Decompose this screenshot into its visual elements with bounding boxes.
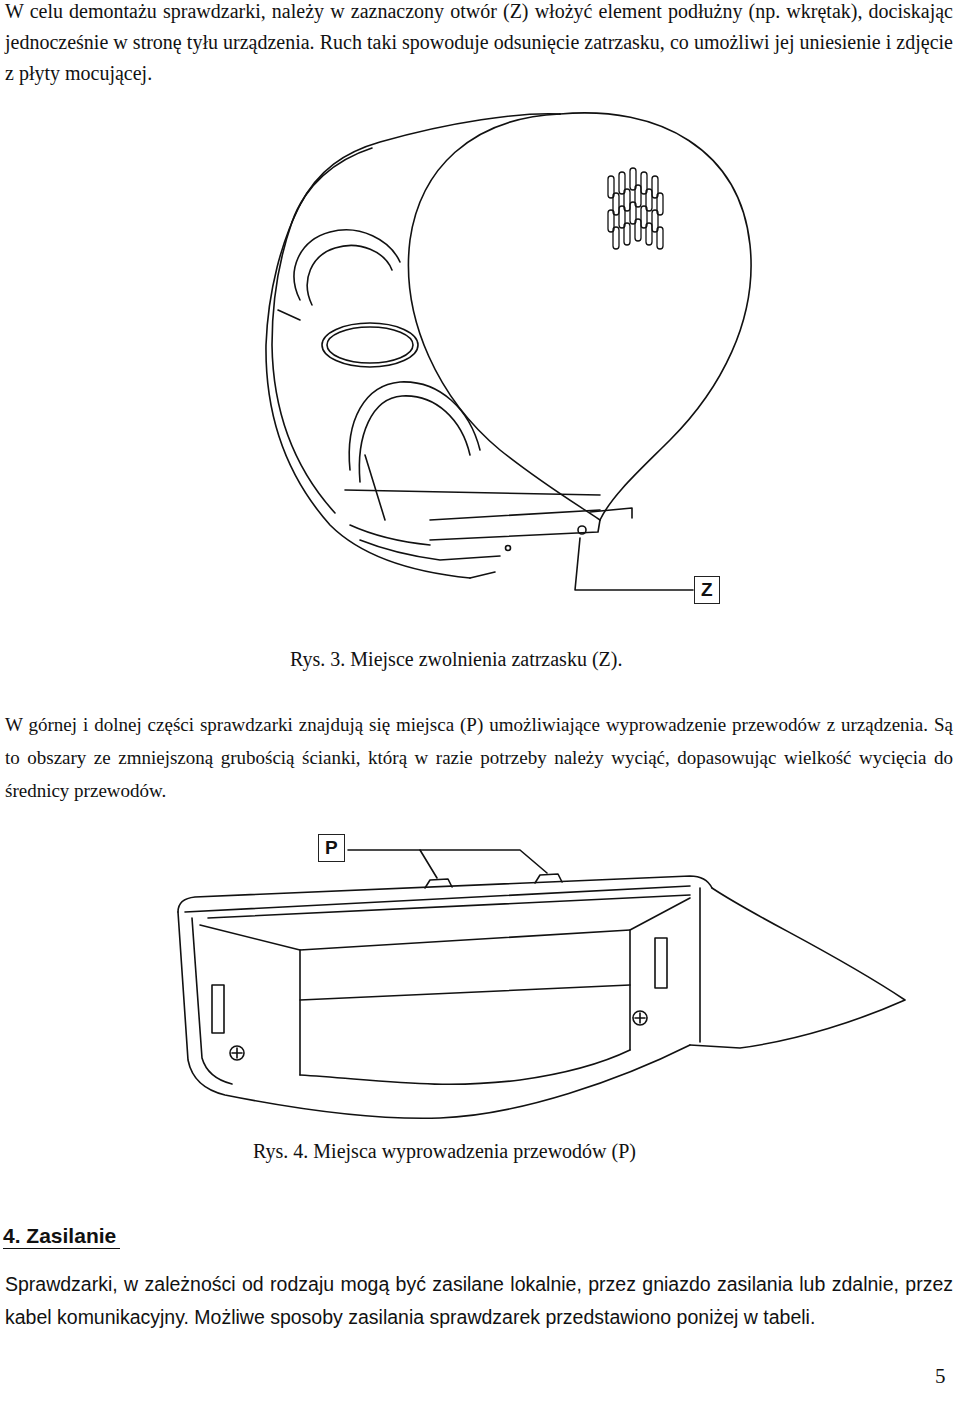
page-number: 5	[935, 1364, 946, 1389]
drawing-stroke	[506, 546, 511, 551]
drawing-stroke	[272, 222, 335, 513]
drawing-stroke	[630, 898, 690, 1050]
drawing-stroke	[655, 938, 667, 988]
body-paragraph: W celu demontażu sprawdzarki, należy w z…	[5, 0, 953, 89]
drawing-stroke	[699, 888, 701, 1042]
drawing-stroke	[232, 1048, 242, 1058]
body-paragraph: W górnej i dolnej części sprawdzarki zna…	[5, 708, 953, 807]
body-paragraph: Sprawdzarki, w zależności od rodzaju mog…	[5, 1268, 953, 1334]
callout-letter: Z	[694, 576, 720, 604]
drawing-stroke	[365, 455, 385, 520]
drawing-stroke	[230, 1046, 244, 1060]
drawing-stroke	[633, 1011, 647, 1025]
grille-slot	[613, 227, 619, 249]
section-heading: 4. Zasilanie	[3, 1224, 120, 1249]
leader-line	[575, 538, 693, 590]
drawing-stroke	[430, 520, 600, 540]
drawing-stroke	[430, 510, 600, 520]
drawing-stroke	[349, 382, 480, 470]
drawing-stroke	[192, 918, 232, 1084]
drawing-stroke	[359, 396, 470, 482]
leader-line	[348, 850, 437, 878]
figure-caption: Rys. 4. Miejsca wyprowadzenia przewodów …	[253, 1140, 636, 1163]
grille-slot	[657, 227, 663, 249]
grille-slot	[624, 223, 630, 245]
grille-slot	[635, 219, 641, 241]
drawing-stroke	[327, 327, 413, 363]
drawing-stroke	[300, 1050, 630, 1084]
drawing-stroke	[300, 930, 630, 950]
drawing-stroke	[560, 113, 751, 520]
drawing-stroke	[200, 925, 300, 1075]
drawing-stroke	[345, 490, 600, 495]
drawing-stroke	[307, 245, 392, 305]
drawing-stroke	[408, 114, 600, 520]
drawing-stroke	[635, 1013, 645, 1023]
drawing-stroke	[590, 508, 632, 518]
drawing-stroke	[350, 525, 430, 545]
checker-base-figure	[178, 850, 905, 1118]
drawing-stroke	[292, 148, 372, 222]
drawing-stroke	[212, 985, 224, 1033]
checker-housing-figure	[266, 113, 751, 590]
callout-letter: P	[318, 834, 345, 862]
drawing-stroke	[360, 540, 500, 560]
drawing-stroke	[425, 879, 452, 888]
figure-caption: Rys. 3. Miejsce zwolnienia zatrzasku (Z)…	[290, 648, 622, 671]
drawing-stroke	[535, 874, 562, 883]
drawing-stroke	[322, 323, 418, 367]
drawing-stroke	[278, 310, 300, 320]
drawing-stroke	[294, 230, 400, 300]
drawing-stroke	[690, 888, 905, 1048]
drawing-stroke	[208, 895, 690, 918]
drawing-stroke	[300, 114, 560, 205]
drawing-stroke	[178, 912, 690, 1118]
drawing-stroke	[470, 572, 495, 578]
grille-slot	[646, 223, 652, 245]
drawing-stroke	[578, 526, 586, 534]
speaker-grille	[608, 168, 663, 249]
leader-line	[420, 850, 547, 873]
drawing-stroke	[300, 985, 630, 1000]
